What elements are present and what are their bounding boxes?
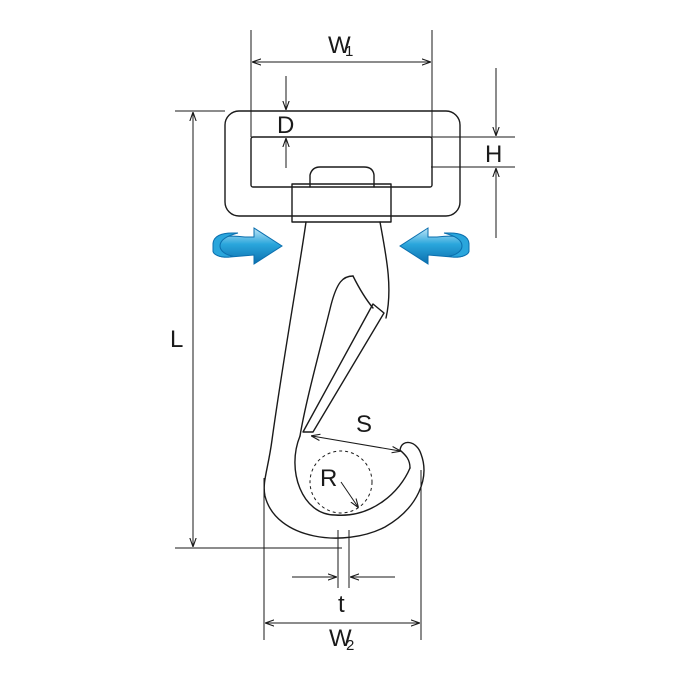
swivel-rotation-arrow-icon (399, 227, 470, 265)
dimension-d: D (251, 76, 300, 168)
label-w2-subscript: 2 (346, 637, 354, 654)
dimension-r: R (320, 465, 358, 507)
hook-nose (352, 275, 374, 309)
swivel-rotation-arrow-icon (212, 227, 283, 265)
hook-outline (224, 110, 461, 539)
dimension-h: H (431, 68, 515, 238)
left-rotation-arrow-curl (212, 232, 239, 258)
swivel-ring-inner (250, 136, 433, 188)
label-d: D (277, 112, 294, 139)
label-s: S (356, 411, 372, 438)
dimension-w2: W 2 (263, 470, 422, 654)
swivel-collar (291, 183, 392, 223)
label-l: L (170, 326, 183, 353)
swivel-stem (309, 166, 375, 188)
label-w2: W (329, 625, 352, 652)
dimension-w1: W 1 (250, 30, 433, 137)
hook-inner-slot (299, 275, 354, 437)
spring-gate (302, 303, 385, 433)
dimension-s: S (312, 411, 400, 451)
label-h: H (485, 141, 502, 168)
label-t: t (338, 591, 345, 618)
hook-inner-curve (294, 435, 411, 516)
label-w1-subscript: 1 (345, 43, 353, 60)
hook-body (263, 221, 425, 539)
right-rotation-arrow-curl (443, 232, 470, 258)
label-w1: W (328, 32, 351, 59)
swivel-ring-outer (224, 110, 461, 217)
label-r: R (320, 465, 337, 492)
hook-shank-right (379, 221, 390, 319)
dimension-l: L (170, 110, 342, 549)
dimension-t: t (292, 530, 395, 618)
